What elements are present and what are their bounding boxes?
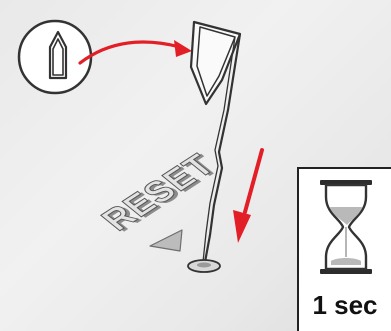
triangle-icon bbox=[150, 230, 182, 251]
press-arrow bbox=[233, 150, 262, 243]
reset-hole bbox=[188, 260, 220, 272]
timer-panel: 1 sec bbox=[297, 167, 391, 331]
timer-label: 1 sec bbox=[299, 290, 391, 321]
pin-badge bbox=[19, 21, 91, 93]
reset-pin bbox=[191, 22, 240, 262]
reset-label: RESET bbox=[93, 148, 223, 238]
insert-arrow bbox=[80, 40, 192, 63]
hourglass-icon bbox=[299, 169, 391, 287]
